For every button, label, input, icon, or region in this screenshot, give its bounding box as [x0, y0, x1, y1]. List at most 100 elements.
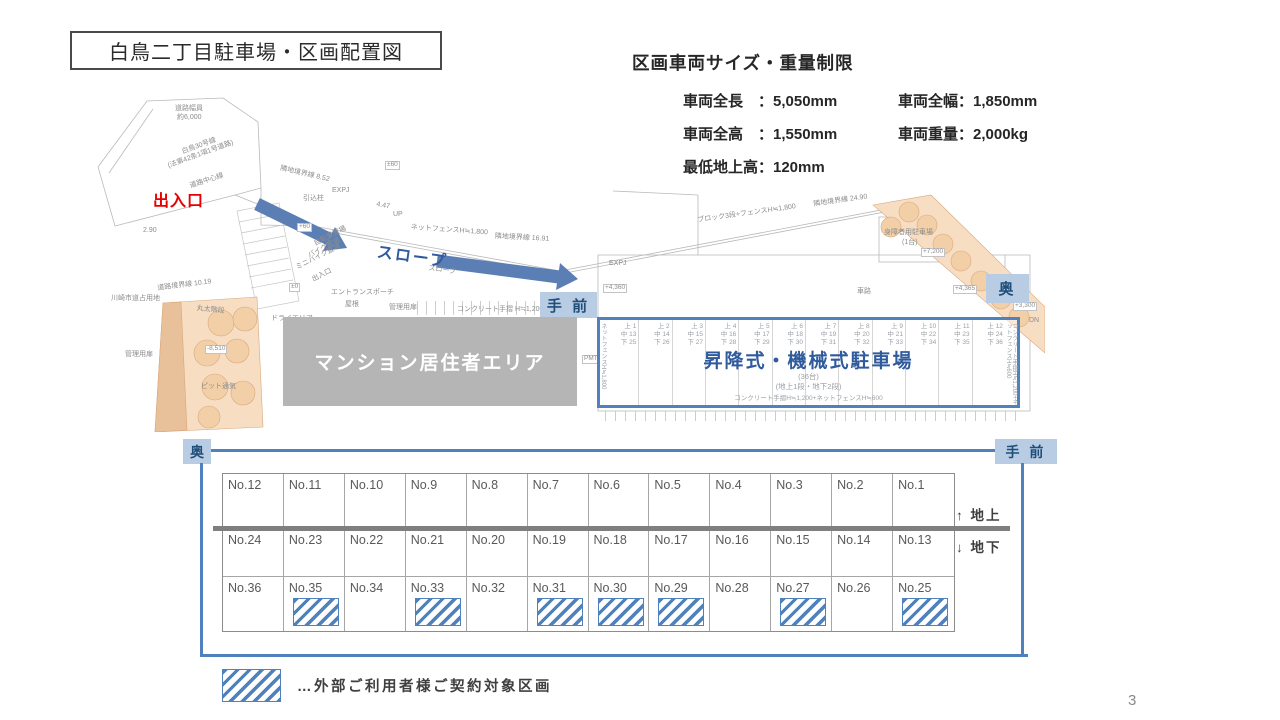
space-number: No.7 [532, 478, 559, 492]
space-number: No.4 [715, 478, 742, 492]
table-cell: No.3 [771, 474, 833, 529]
space-number: No.21 [410, 533, 445, 547]
entrance-label: 出入口 [153, 193, 205, 210]
map-annotation: -8,510 [205, 345, 228, 354]
size-limit-item: 車両重量：2,000kg [898, 126, 1029, 143]
slot-level-label: 中 17 [754, 331, 770, 339]
hatch-swatch [597, 598, 644, 626]
map-annotation: 約6,000 [177, 114, 202, 121]
map-annotation: +3,300 [1013, 302, 1038, 311]
space-number: No.19 [532, 533, 566, 547]
space-number: No.23 [288, 533, 323, 547]
hatch-swatch [902, 598, 949, 626]
size-limit-item: 最低地上高：120mm [683, 159, 825, 176]
table-cell: No.5 [649, 474, 711, 529]
size-limit-heading: 区画車両サイズ・重量制限 [632, 53, 854, 73]
slot-level-label: 上 8 [857, 323, 870, 330]
map-front-tag: 手 前 [540, 292, 597, 318]
table-front-tag: 手 前 [995, 439, 1057, 464]
table-cell: No.23 [283, 529, 345, 577]
table-cell: No.27 [771, 577, 833, 631]
slot-level-label: 上 3 [691, 323, 703, 330]
map-annotation: +4,365 [953, 285, 978, 294]
hatch-swatch [658, 598, 705, 626]
size-limit-column-2: 車両全幅：1,850mm 車両重量：2,000kg [898, 90, 1037, 144]
table-cell: No.20 [466, 529, 528, 577]
table-cell: No.9 [405, 474, 467, 529]
slot-level-label: 上 5 [757, 323, 770, 330]
size-limit-item: 車両全幅：1,850mm [898, 93, 1038, 110]
space-number: No.25 [898, 581, 932, 595]
space-number: No.22 [349, 533, 384, 547]
space-number: No.2 [837, 478, 864, 492]
table-cell: No.16 [710, 529, 772, 577]
space-number: No.17 [654, 533, 688, 547]
slot-level-label: 上 10 [920, 323, 937, 330]
slot-level-label: 下 30 [787, 339, 803, 347]
page-number: 3 [1128, 692, 1137, 709]
legend-text: …外部ご利用者様ご契約対象区画 [297, 679, 552, 695]
slot-level-label: 上 12 [987, 323, 1003, 330]
table-cell: No.1 [893, 474, 954, 529]
page-title: 白鳥二丁目駐車場・区画配置図 [70, 31, 442, 70]
table-cell: No.7 [527, 474, 589, 529]
map-annotation: 道路幅員 [175, 105, 203, 112]
map-annotation: DN [1029, 317, 1040, 324]
space-number: No.9 [410, 478, 438, 492]
slot-level-label: 下 28 [720, 339, 737, 347]
map-back-tag: 奥 [986, 274, 1029, 303]
space-number: No.11 [288, 478, 322, 492]
table-cell: No.25 [893, 577, 954, 631]
hatch-swatch [414, 598, 461, 626]
space-number: No.6 [593, 478, 620, 492]
ground-level-divider [213, 526, 1010, 531]
table-cell: No.31 [528, 577, 589, 631]
map-annotation: 管理用扉 [389, 304, 417, 311]
map-annotation: +7,200 [921, 248, 946, 257]
slot-level-label: 下 25 [620, 339, 637, 347]
map-annotation: コンクリート手摺 H≒1,200 [457, 306, 544, 313]
space-number: No.3 [776, 478, 803, 492]
legend-hatch-swatch [222, 669, 281, 702]
machine-capacity-note: (36台) [798, 372, 819, 381]
size-limit-item: 車両全長 ：5,050mm [683, 93, 838, 110]
space-number: No.31 [532, 581, 566, 595]
space-number: No.27 [776, 581, 810, 595]
table-cell: No.12 [223, 474, 284, 529]
hatch-swatch [780, 598, 827, 626]
slot-level-label: 中 23 [954, 331, 970, 339]
map-annotation: ±60 [385, 161, 400, 170]
table-cell: No.32 [467, 577, 528, 631]
map-annotation: 身障者用駐車場 [884, 229, 933, 236]
slot-level-label: 上 11 [954, 323, 970, 330]
slot-level-label: 下 31 [820, 339, 837, 347]
table-cell: No.18 [588, 529, 650, 577]
machine-levels-note: (地上1段・地下2段) [775, 382, 842, 391]
space-number: No.14 [837, 533, 871, 547]
bracket-left-line [200, 463, 203, 656]
slot-level-label: 下 34 [920, 339, 937, 347]
space-number: No.20 [471, 533, 506, 547]
size-limit-item: 車両全高 ：1,550mm [683, 126, 838, 143]
table-cell: No.28 [710, 577, 772, 631]
table-cell: No.2 [832, 474, 894, 529]
table-cell: No.15 [771, 529, 833, 577]
table-back-tag: 奥 [183, 439, 211, 464]
hatch-swatch [292, 598, 339, 626]
slot-level-label: 下 35 [954, 339, 970, 347]
map-annotation: 管理用扉 [125, 351, 153, 358]
space-number: No.1 [898, 478, 925, 492]
map-annotation: 車路 [857, 288, 871, 295]
map-annotation: UP [393, 211, 403, 218]
table-cell: No.21 [405, 529, 467, 577]
slot-level-label: 中 20 [854, 331, 870, 339]
space-number: No.5 [654, 478, 681, 492]
